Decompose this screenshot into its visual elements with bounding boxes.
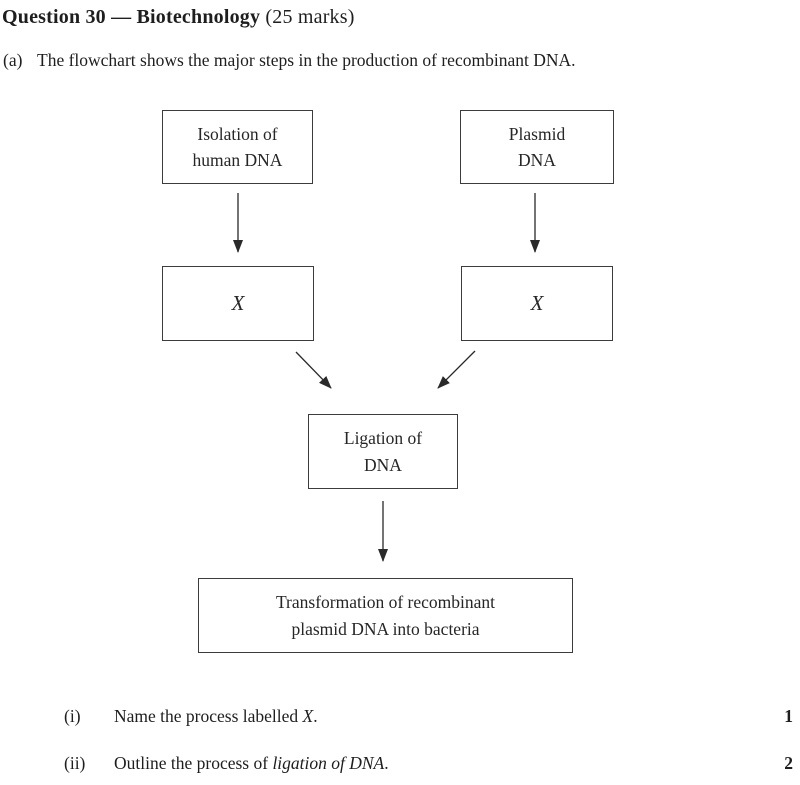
part-a-label: (a) [3,50,23,70]
flowchart-box-plasmid: Plasmid DNA [460,110,614,184]
question-i-text: Name the process labelled X. [114,706,318,727]
x-right-label: X [530,290,544,315]
flowchart-box-isolation: Isolation of human DNA [162,110,313,184]
part-a-text: The flowchart shows the major steps in t… [37,50,576,70]
question-i-text-italic: X [302,706,314,726]
question-i-marks: 1 [784,706,793,726]
flowchart-box-ligation: Ligation of DNA [308,414,458,489]
question-ii-text-after: . [384,753,389,773]
question-i-label: (i) [64,706,81,726]
question-i-text-after: . [313,706,318,726]
question-ii-text: Outline the process of ligation of DNA. [114,753,389,774]
isolation-line2: human DNA [192,150,283,170]
question-ii-label: (ii) [64,753,86,773]
flowchart-box-x-right: X [461,266,613,341]
question-i-text-before: Name the process labelled [114,706,303,726]
question-title: Question 30 — Biotechnology (25 marks) [2,6,355,29]
flowchart-box-transformation: Transformation of recombinant plasmid DN… [198,578,573,653]
transformation-line1: Transformation of recombinant [275,592,496,613]
arrow-diagonal-xleft-to-ligation-icon [295,351,332,389]
transformation-line2: plasmid DNA into bacteria [291,618,480,639]
x-left-label: X [231,290,245,315]
plasmid-line2: DNA [518,150,556,170]
part-a-row: (a) The flowchart shows the major steps i… [3,50,575,71]
question-ii-marks: 2 [784,753,793,773]
question-row-i: (i) Name the process labelled X. 1 [0,706,800,730]
question-row-ii: (ii) Outline the process of ligation of … [0,753,800,777]
question-title-main: Question 30 — Biotechnology [2,6,261,28]
flowchart-box-x-left: X [162,266,314,341]
arrow-diagonal-xright-to-ligation-icon [437,350,476,389]
isolation-line1: Isolation of [197,123,278,144]
question-ii-text-italic: ligation of DNA [272,753,385,773]
question-ii-text-before: Outline the process of [114,753,273,773]
ligation-line2: DNA [364,454,402,475]
ligation-line1: Ligation of [343,428,423,449]
plasmid-line1: Plasmid [508,123,566,144]
question-title-marks: (25 marks) [265,6,355,28]
